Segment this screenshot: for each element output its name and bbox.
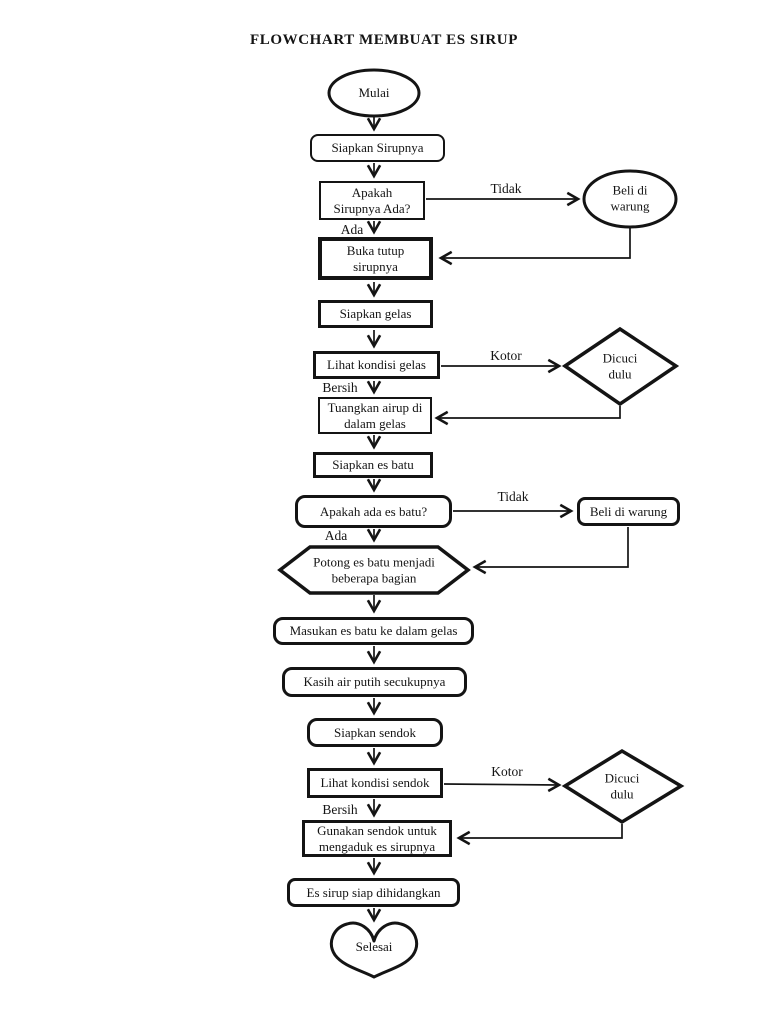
node-lihat-kondisi-sendok: Lihat kondisi sendok — [307, 768, 443, 798]
label-selesai: Selesai — [355, 939, 393, 955]
node-apakah-sirupnya-ada: Apakah Sirupnya Ada? — [319, 181, 425, 220]
edge-label-kotor-2: Kotor — [491, 764, 523, 779]
arrow-dicuci-1-return — [434, 406, 621, 426]
edge-label-tidak-2: Tidak — [497, 489, 529, 504]
node-es-sirup-siap: Es sirup siap dihidangkan — [287, 878, 460, 907]
node-beli-di-warung-2: Beli di warung — [577, 497, 680, 526]
node-masukan-es-batu: Masukan es batu ke dalam gelas — [273, 617, 474, 645]
edge-label-ada-1: Ada — [340, 222, 364, 237]
node-siapkan-gelas: Siapkan gelas — [318, 300, 433, 328]
node-buka-tutup-sirupnya: Buka tutup sirupnya — [318, 237, 433, 280]
beli-warung-ellipse — [582, 169, 678, 229]
page-title: FLOWCHART MEMBUAT ES SIRUP — [249, 32, 519, 48]
edge-label-tidak-1: Tidak — [490, 181, 522, 196]
arrow-beli-warung-1-return — [438, 228, 631, 266]
edge-label-bersih-2: Bersih — [322, 802, 358, 817]
arrow-kotor-to-dicuci-2 — [443, 777, 562, 793]
node-tuangkan-airup: Tuangkan airup di dalam gelas — [318, 397, 432, 434]
arrow-dicuci-2-return — [456, 824, 623, 846]
node-kasih-air-putih: Kasih air putih secukupnya — [282, 667, 467, 697]
arrow-beli-warung-2-return — [472, 527, 629, 575]
label-potong-es-batu: Potong es batu menjadi beberapa bagian — [313, 554, 435, 585]
label-beli-di-warung-1: Beli di warung — [610, 182, 650, 213]
dicuci-dulu-diamond-1 — [561, 326, 680, 407]
node-gunakan-sendok: Gunakan sendok untuk mengaduk es sirupny… — [302, 820, 452, 857]
label-dicuci-dulu-2: Dicuci dulu — [604, 770, 640, 801]
start-ellipse — [327, 68, 421, 118]
node-lihat-kondisi-gelas: Lihat kondisi gelas — [313, 351, 440, 379]
arrow-group — [366, 117, 631, 923]
potong-hexagon — [277, 545, 471, 595]
edge-label-ada-2: Ada — [324, 528, 348, 543]
node-siapkan-es-batu: Siapkan es batu — [313, 452, 433, 478]
edge-label-bersih-1: Bersih — [322, 380, 358, 395]
node-siapkan-sirupnya: Siapkan Sirupnya — [310, 134, 445, 162]
edge-label-kotor-1: Kotor — [490, 348, 522, 363]
label-dicuci-dulu-1: Dicuci dulu — [602, 350, 638, 381]
end-heart — [330, 921, 418, 979]
label-mulai: Mulai — [358, 85, 390, 101]
node-apakah-ada-es-batu: Apakah ada es batu? — [295, 495, 452, 528]
node-siapkan-sendok: Siapkan sendok — [307, 718, 443, 747]
dicuci-dulu-diamond-2 — [561, 748, 685, 825]
